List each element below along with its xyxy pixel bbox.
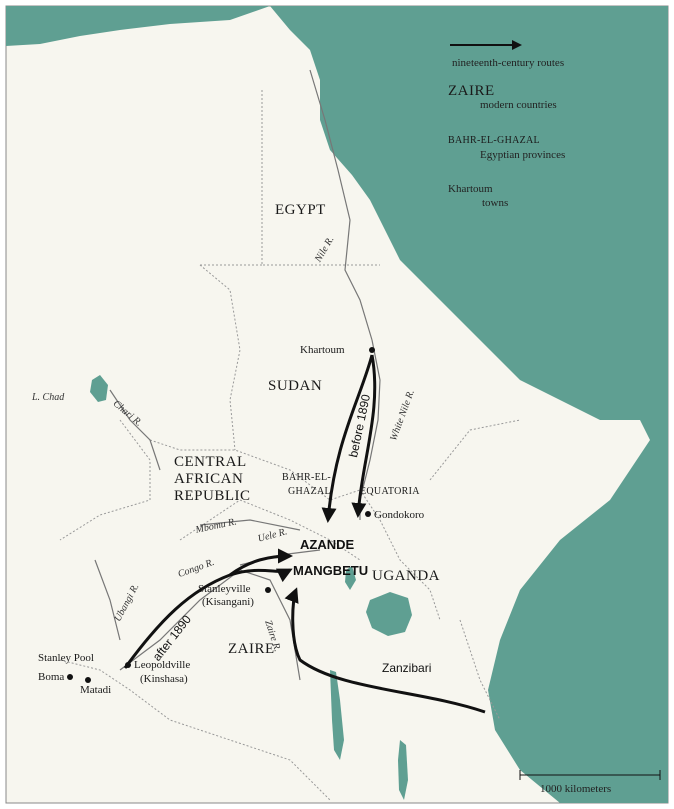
town-stanleyville-2: (Kisangani): [202, 596, 254, 608]
country-zaire: ZAIRE: [228, 641, 275, 657]
route-zanzibari-label: Zanzibari: [382, 661, 431, 675]
route-white-nile: [351, 354, 377, 518]
town-stanley-pool: Stanley Pool: [38, 652, 94, 664]
lake-chad-label: L. Chad: [31, 392, 65, 403]
sea-area: [270, 6, 668, 803]
khartoum-dot: [369, 347, 375, 353]
town-stanleyville-1: Stanleyville: [198, 583, 251, 595]
route-zanzibari: [284, 587, 486, 714]
legend-province-example: BAHR-EL-GHAZAL: [448, 135, 540, 146]
leopoldville-dot: [125, 662, 131, 668]
town-dots: [67, 347, 375, 683]
lake-tanganyika: [330, 670, 344, 760]
route-before-1890: [321, 354, 374, 523]
town-leopoldville-2: (Kinshasa): [140, 673, 188, 685]
legend-provinces-label: Egyptian provinces: [480, 149, 565, 161]
town-matadi: Matadi: [80, 684, 111, 696]
lake-victoria: [366, 592, 412, 636]
province-equatoria: EQUATORIA: [360, 486, 420, 497]
matadi-dot: [85, 677, 91, 683]
town-leopoldville-1: Leopoldville: [134, 659, 190, 671]
legend-towns-label: towns: [482, 197, 508, 209]
scale-label: 1000 kilometers: [540, 783, 611, 795]
lake-malawi: [398, 740, 408, 800]
legend-country-example: ZAIRE: [448, 83, 495, 99]
legend-town-example: Khartoum: [448, 183, 493, 195]
route-congo: [229, 548, 293, 577]
people-mangbetu: MANGBETU: [293, 563, 368, 578]
province-bahr-2: GHAZAL: [288, 486, 331, 497]
town-boma: Boma: [38, 671, 64, 683]
stanleyville-dot: [265, 587, 271, 593]
country-sudan: SUDAN: [268, 378, 322, 394]
routes: [123, 354, 486, 714]
people-azande: AZANDE: [300, 537, 354, 552]
country-uganda: UGANDA: [372, 568, 440, 584]
province-bahr-1: BAHR-EL-: [282, 472, 331, 483]
borders: [59, 90, 521, 801]
lake-albert: [345, 566, 356, 590]
boma-dot: [67, 674, 73, 680]
town-gondokoro: Gondokoro: [374, 509, 425, 521]
gondokoro-dot: [365, 511, 371, 517]
lake-chad: [90, 375, 108, 402]
town-khartoum: Khartoum: [300, 344, 345, 356]
country-car-1: CENTRAL: [174, 454, 247, 470]
country-car-2: AFRICAN: [174, 471, 243, 487]
mediterranean-sea: [6, 6, 270, 46]
country-car-3: REPUBLIC: [174, 488, 251, 504]
route-after-1890: [123, 568, 293, 669]
country-egypt: EGYPT: [275, 202, 326, 218]
legend-routes-label: nineteenth-century routes: [452, 57, 564, 69]
legend-countries-label: modern countries: [480, 99, 557, 111]
